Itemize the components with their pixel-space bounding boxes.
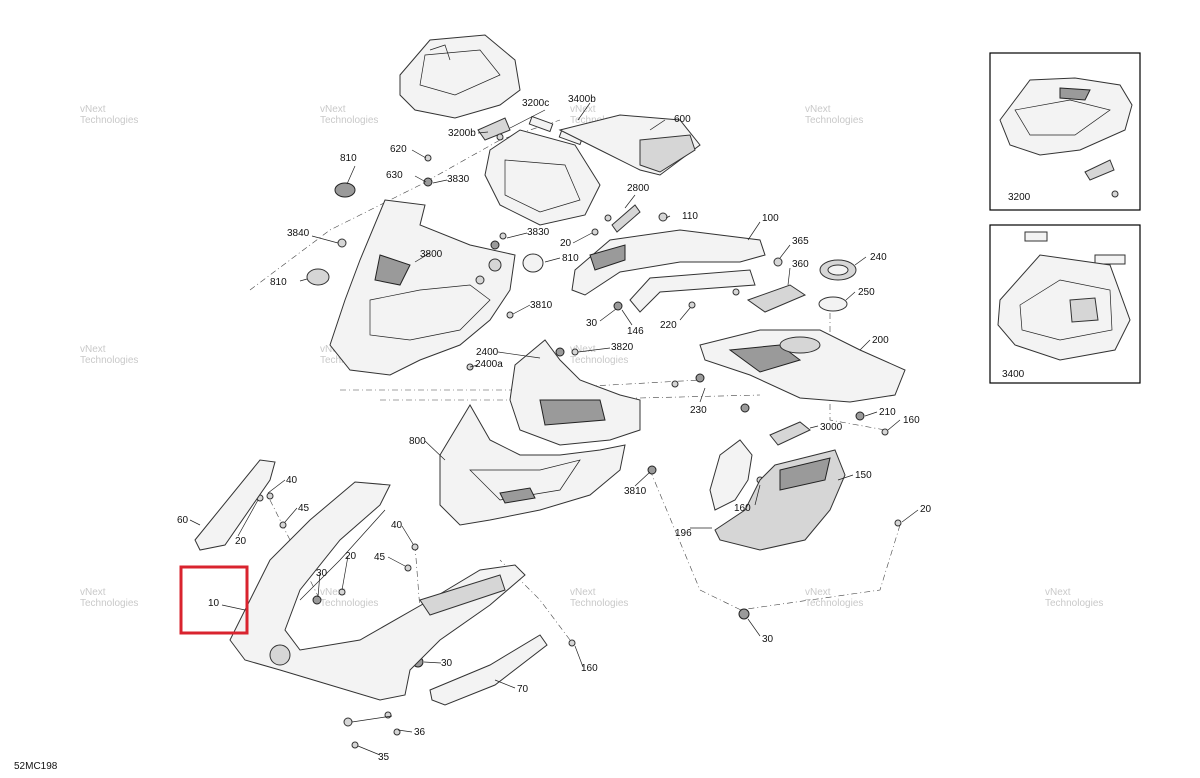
bracket-2800	[611, 204, 641, 233]
part-label-160[interactable]: 160	[734, 503, 751, 514]
part-label-35[interactable]: 35	[378, 752, 390, 763]
part-label-230[interactable]: 230	[690, 405, 707, 416]
callout-labels: 3200c 3400b 600 3200b 620 810 630 3830 2…	[177, 94, 932, 763]
part-label-365[interactable]: 365	[792, 236, 809, 247]
part-label-3820[interactable]: 3820	[611, 342, 634, 353]
part-label-3830[interactable]: 3830	[527, 227, 550, 238]
console-200	[699, 329, 906, 403]
selected-part-highlight	[179, 565, 249, 635]
top-cover-3200	[399, 34, 521, 119]
part-label-36[interactable]: 36	[414, 727, 426, 738]
ring-240	[819, 259, 857, 281]
side-panel-100	[571, 229, 766, 296]
trim-60	[194, 459, 276, 551]
part-label-3400b[interactable]: 3400b	[568, 94, 596, 105]
part-label-160[interactable]: 160	[903, 415, 920, 426]
trim-146	[629, 269, 756, 313]
part-label-110[interactable]: 110	[682, 211, 698, 222]
leader-lines	[189, 102, 919, 756]
part-label-210[interactable]: 210	[879, 407, 896, 418]
part-label-40[interactable]: 40	[286, 475, 298, 486]
part-label-600[interactable]: 600	[674, 114, 691, 125]
inset-box-3200[interactable]: 3200	[989, 52, 1141, 211]
inset-box-3400[interactable]: 3400	[989, 224, 1141, 384]
part-label-3840[interactable]: 3840	[287, 228, 310, 239]
part-label-20[interactable]: 20	[345, 551, 357, 562]
lid-360	[746, 284, 807, 313]
part-label-810[interactable]: 810	[562, 253, 579, 264]
part-label-360[interactable]: 360	[792, 259, 809, 270]
trim-70	[429, 634, 548, 706]
part-label-100[interactable]: 100	[762, 213, 779, 224]
side-piece-196	[709, 439, 753, 511]
part-label-45[interactable]: 45	[374, 552, 386, 563]
part-label-3810[interactable]: 3810	[530, 300, 553, 311]
hardware	[256, 154, 902, 749]
clip-3000	[769, 421, 811, 446]
part-label-3800[interactable]: 3800	[420, 249, 443, 260]
part-label-20[interactable]: 20	[920, 504, 932, 515]
part-label-3200c[interactable]: 3200c	[522, 98, 549, 109]
seal-250	[818, 296, 848, 312]
part-label-150[interactable]: 150	[855, 470, 872, 481]
grommets-810	[306, 182, 544, 286]
part-label-240[interactable]: 240	[870, 252, 887, 263]
part-label-3830[interactable]: 3830	[447, 174, 470, 185]
panel-600	[558, 114, 701, 176]
part-label-800[interactable]: 800	[409, 436, 426, 447]
part-label-20[interactable]: 20	[560, 238, 572, 249]
part-label-146[interactable]: 146	[627, 326, 644, 337]
part-label-10[interactable]: 10	[208, 598, 220, 609]
part-label-30[interactable]: 30	[316, 568, 328, 579]
drawing-code: 52MC198	[14, 761, 58, 772]
inset-label-3400: 3400	[1002, 369, 1025, 380]
part-label-2400a[interactable]: 2400a	[475, 359, 503, 370]
part-label-630[interactable]: 630	[386, 170, 403, 181]
part-label-30[interactable]: 30	[762, 634, 774, 645]
part-label-70[interactable]: 70	[517, 684, 529, 695]
part-label-20[interactable]: 20	[235, 536, 247, 547]
part-label-60[interactable]: 60	[177, 515, 189, 526]
part-label-220[interactable]: 220	[660, 320, 677, 331]
part-label-3810[interactable]: 3810	[624, 486, 647, 497]
bracket-2400	[509, 339, 641, 446]
part-label-40[interactable]: 40	[391, 520, 403, 531]
part-label-45[interactable]: 45	[298, 503, 310, 514]
part-label-3200b[interactable]: 3200b	[448, 128, 476, 139]
part-label-200[interactable]: 200	[872, 335, 889, 346]
part-label-810[interactable]: 810	[270, 277, 287, 288]
part-label-196[interactable]: 196	[675, 528, 692, 539]
part-label-2400[interactable]: 2400	[476, 347, 499, 358]
nose-800	[439, 404, 626, 526]
part-label-30[interactable]: 30	[586, 318, 598, 329]
panel-150	[714, 449, 846, 551]
bracket-3200b	[477, 117, 511, 141]
part-label-620[interactable]: 620	[390, 144, 407, 155]
main-fairing-10	[229, 481, 526, 701]
part-label-30[interactable]: 30	[441, 658, 453, 669]
part-label-810[interactable]: 810	[340, 153, 357, 164]
part-label-250[interactable]: 250	[858, 287, 875, 298]
part-label-3000[interactable]: 3000	[820, 422, 843, 433]
inset-label-3200: 3200	[1008, 192, 1031, 203]
front-frame-3800	[329, 199, 516, 376]
part-label-2800[interactable]: 2800	[627, 183, 650, 194]
part-label-160[interactable]: 160	[581, 663, 598, 674]
